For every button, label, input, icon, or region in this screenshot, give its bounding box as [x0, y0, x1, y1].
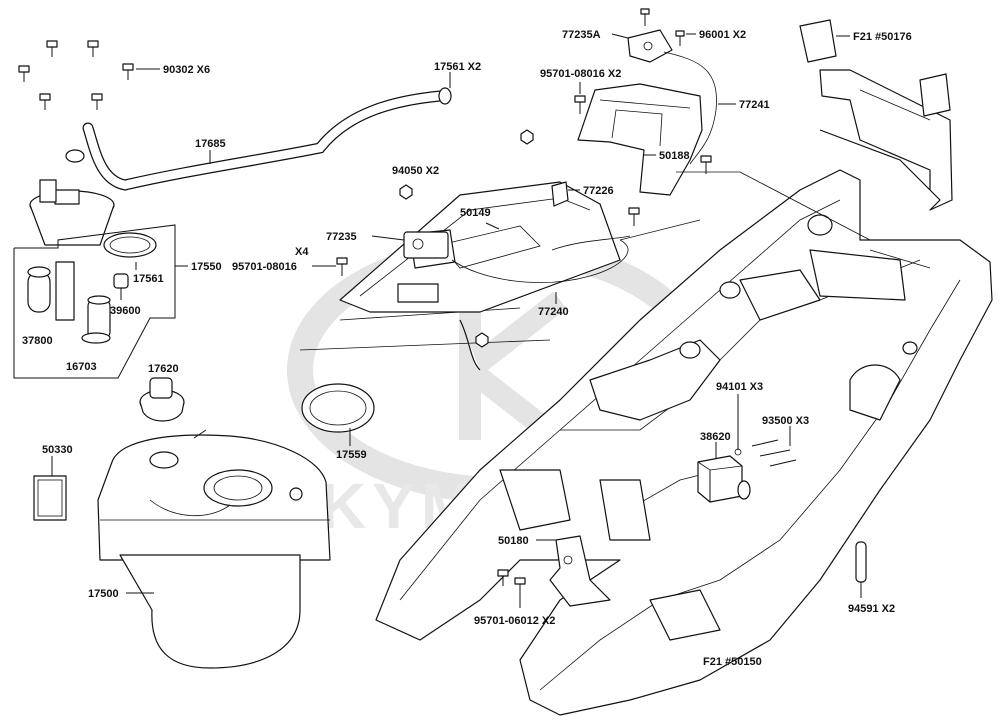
label-x4: X4 — [295, 246, 309, 258]
label-94591-x2: 94591 X2 — [848, 603, 895, 615]
label-95701-08016-x2: 95701-08016 X2 — [540, 68, 621, 80]
bolt-upper — [520, 129, 534, 145]
fuel-tank-17500 — [97, 429, 331, 669]
bolt-94050 — [399, 184, 413, 200]
label-17550: 17550 — [191, 261, 222, 273]
label-17685: 17685 — [195, 138, 226, 150]
fitting-39600 — [113, 273, 129, 300]
label-77241: 77241 — [739, 99, 770, 111]
fuel-pump-assembly — [29, 179, 157, 258]
bracket-50188 — [577, 83, 703, 196]
bracket-50180 — [549, 535, 611, 607]
label-93500-x3: 93500 X3 — [762, 415, 809, 427]
bolt-95701-06012-b — [514, 577, 526, 594]
fuel-filter-37800 — [27, 261, 75, 321]
filler-cap-17620 — [139, 377, 185, 422]
screws-93500 — [751, 439, 797, 467]
bolt-group-90302 — [18, 40, 134, 110]
label-95701-06012-x2: 95701-06012 X2 — [474, 615, 555, 627]
screw-96001 — [675, 30, 685, 46]
label-95701-08016: 95701-08016 — [232, 261, 297, 273]
latch-77235A — [627, 29, 673, 63]
bolt-frame-b — [700, 155, 712, 174]
bolt-77235A — [640, 8, 650, 26]
strap-94591 — [855, 541, 867, 583]
label-77235: 77235 — [326, 231, 357, 243]
label-39600: 39600 — [110, 305, 141, 317]
rear-bracket-50176 — [799, 19, 953, 211]
latch-77235 — [403, 231, 449, 259]
label-F21-50150: F21 #50150 — [703, 656, 762, 668]
relay-38620 — [697, 455, 751, 503]
fuel-hose-17685 — [65, 87, 452, 191]
label-94101-x3: 94101 X3 — [716, 381, 763, 393]
label-17559: 17559 — [336, 449, 367, 461]
gasket-17559 — [301, 383, 375, 433]
label-16703: 16703 — [66, 361, 97, 373]
label-50188: 50188 — [659, 150, 690, 162]
label-77226: 77226 — [583, 185, 614, 197]
label-77235A: 77235A — [562, 29, 601, 41]
bolt-95701-06012-a — [497, 569, 509, 586]
label-90302: 90302 X6 — [163, 64, 210, 76]
label-38620: 38620 — [700, 431, 731, 443]
clip-77226 — [551, 181, 569, 207]
label-17561-x2: 17561 X2 — [434, 61, 481, 73]
label-50330: 50330 — [42, 444, 73, 456]
label-77240: 77240 — [538, 306, 569, 318]
pad-50330 — [33, 475, 67, 521]
bolt-lower — [475, 332, 489, 348]
label-17561: 17561 — [133, 273, 164, 285]
label-17500: 17500 — [88, 588, 119, 600]
cable-77240-b — [551, 235, 631, 251]
bolt-95701-08016-x2 — [574, 95, 586, 114]
main-frame-50150 — [375, 169, 993, 716]
label-F21-50176: F21 #50176 — [853, 31, 912, 43]
washer-94101 — [734, 448, 742, 456]
pump-parts-box — [13, 224, 176, 379]
label-37800: 37800 — [22, 335, 53, 347]
label-50180: 50180 — [498, 535, 529, 547]
pump-body-16703 — [81, 295, 111, 344]
bolt-95701-08016 — [336, 257, 348, 276]
cable-77241 — [663, 51, 717, 165]
bolt-frame-a — [628, 207, 640, 226]
label-94050-x2: 94050 X2 — [392, 165, 439, 177]
label-17620: 17620 — [148, 363, 179, 375]
cable-77240 — [451, 239, 629, 283]
label-96001-x2: 96001 X2 — [699, 29, 746, 41]
label-50149: 50149 — [460, 207, 491, 219]
